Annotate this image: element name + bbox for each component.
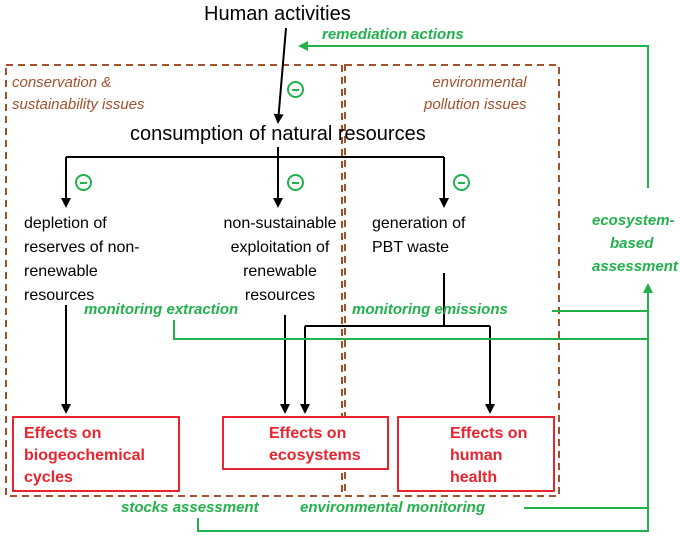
environmental-monitoring-label: environmental monitoring (300, 499, 486, 516)
effect-box-human-health: Effects on human health (397, 416, 555, 492)
ecosystem-assessment-line1: ecosystem- (592, 212, 675, 229)
ecosystem-assessment-line3: assessment (592, 258, 678, 275)
remediation-actions-label: remediation actions (322, 26, 464, 43)
pollution-region (344, 64, 560, 497)
pollution-region-label: environmental pollution issues (424, 72, 527, 116)
pbt-node: generation of PBT waste (372, 215, 466, 256)
conservation-region-label: conservation & sustainability issues (12, 72, 145, 116)
arrow-activities-to-consumption (273, 27, 287, 124)
conservation-label-line1: conservation & (12, 74, 112, 91)
minus-circle-icon (75, 174, 92, 191)
feedback-stocks-line (197, 283, 653, 532)
conservation-region (5, 64, 343, 497)
consumption-label: consumption of natural resources (130, 123, 426, 145)
feedback-extraction-line (173, 320, 648, 340)
feedback-assessment-to-remediation (298, 41, 649, 188)
depletion-node: depletion of reserves of non- renewable … (24, 215, 140, 304)
ecosystem-assessment-line2: based (610, 235, 654, 252)
effect-box-biogeochemical: Effects on biogeochemical cycles (12, 416, 180, 492)
conservation-label-line2: sustainability issues (12, 96, 145, 113)
pollution-label-line1: environmental (432, 74, 527, 91)
stocks-assessment-label: stocks assessment (121, 499, 259, 516)
minus-circle-icon (287, 174, 304, 191)
effect-box-ecosystems: Effects on ecosystems (222, 416, 389, 470)
minus-circle-icon (287, 81, 304, 98)
human-activities-label: Human activities (204, 3, 351, 25)
ecosystem-assessment-label: ecosystem- based assessment (592, 209, 678, 278)
pollution-label-line2: pollution issues (424, 96, 527, 113)
monitoring-emissions-label: monitoring emissions (352, 301, 508, 318)
monitoring-extraction-label: monitoring extraction (84, 301, 239, 318)
nonsustainable-node: non-sustainable exploitation of renewabl… (223, 215, 337, 304)
minus-circle-icon (453, 174, 470, 191)
